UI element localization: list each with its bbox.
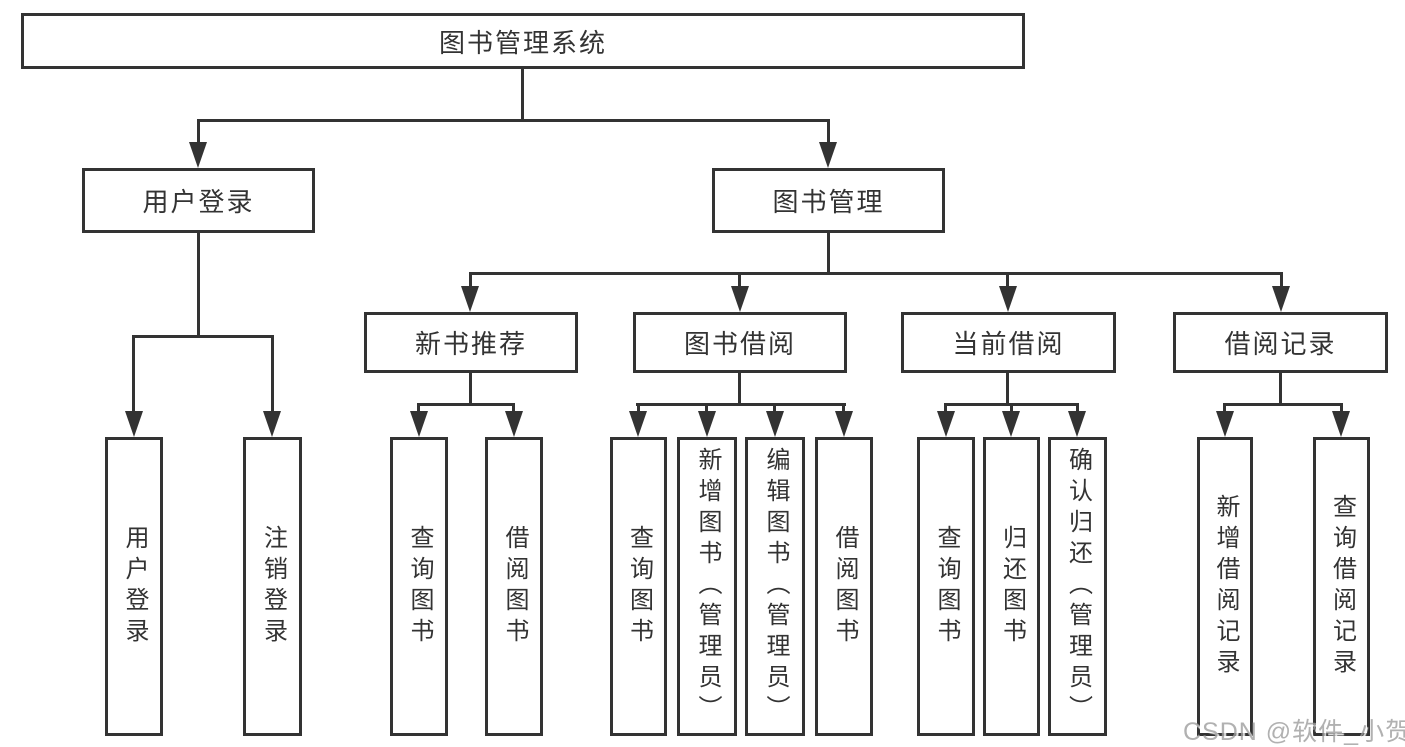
connector-groupC-leaf2-stem bbox=[1010, 403, 1013, 413]
connector-groupB-down bbox=[738, 373, 741, 406]
connector-groupB-hbar bbox=[636, 403, 846, 406]
arrow-down-icon bbox=[835, 411, 853, 437]
arrow-down-icon bbox=[1216, 411, 1234, 437]
connector-groupD-leaf2-stem bbox=[1340, 403, 1343, 413]
node-current-borrow-label: 当前借阅 bbox=[952, 329, 1065, 359]
leaf-label: 归还图书 bbox=[998, 524, 1026, 649]
connector-bookmgmt-hbar bbox=[469, 272, 1283, 275]
connector-groupB-leaf1-stem bbox=[637, 403, 640, 413]
connector-group2-stem bbox=[738, 272, 741, 288]
node-new-book-recommend: 新书推荐 bbox=[364, 312, 578, 373]
leaf-borrow-books: 借阅图书 bbox=[815, 437, 873, 736]
connector-groupA-down bbox=[469, 373, 472, 406]
connector-root-stem bbox=[521, 69, 524, 121]
node-borrow-records-label: 借阅记录 bbox=[1224, 329, 1337, 359]
leaf-label: 查询借阅记录 bbox=[1328, 493, 1356, 680]
arrow-down-icon bbox=[1332, 411, 1350, 437]
arrow-down-icon bbox=[819, 142, 837, 168]
connector-groupC-down bbox=[1006, 373, 1009, 406]
node-current-borrow: 当前借阅 bbox=[901, 312, 1116, 373]
arrow-down-icon bbox=[125, 411, 143, 437]
node-book-borrow-label: 图书借阅 bbox=[683, 329, 796, 359]
connector-groupB-leaf3-stem bbox=[773, 403, 776, 413]
connector-groupD-down bbox=[1279, 373, 1282, 406]
connector-group3-stem bbox=[1006, 272, 1009, 288]
connector-groupD-hbar bbox=[1223, 403, 1343, 406]
leaf-query-borrow-record: 查询借阅记录 bbox=[1313, 437, 1370, 736]
leaf-label: 查询图书 bbox=[933, 524, 960, 649]
connector-userlogin-down bbox=[197, 233, 200, 338]
connector-groupC-leaf3-stem bbox=[1076, 403, 1079, 413]
leaf-label: 新增借阅记录 bbox=[1212, 493, 1239, 680]
leaf-label: 借阅图书 bbox=[831, 524, 858, 649]
arrow-down-icon bbox=[1002, 411, 1020, 437]
leaf-logout: 注销登录 bbox=[243, 437, 302, 736]
leaf-edit-books-admin: 编辑图书（管理员） bbox=[745, 437, 805, 736]
node-root: 图书管理系统 bbox=[21, 13, 1025, 69]
leaf-return-books: 归还图书 bbox=[983, 437, 1040, 736]
connector-group4-stem bbox=[1280, 272, 1283, 288]
arrow-down-icon bbox=[410, 411, 428, 437]
arrow-down-icon bbox=[698, 411, 716, 437]
connector-logout-leaf-stem bbox=[271, 335, 274, 412]
leaf-label: 借阅图书 bbox=[501, 524, 528, 649]
node-book-management-label: 图书管理 bbox=[772, 187, 885, 217]
connector-bookmgmt-down bbox=[827, 233, 830, 275]
arrow-down-icon bbox=[461, 286, 479, 312]
leaf-logout-label: 注销登录 bbox=[259, 524, 287, 649]
arrow-down-icon bbox=[189, 142, 207, 168]
leaf-query-books-current: 查询图书 bbox=[917, 437, 975, 736]
leaf-label: 查询图书 bbox=[625, 524, 653, 649]
node-root-label: 图书管理系统 bbox=[438, 27, 607, 58]
connector-userlogin-stem bbox=[197, 119, 200, 145]
connector-groupB-leaf4-stem bbox=[842, 403, 845, 413]
connector-groupD-leaf1-stem bbox=[1223, 403, 1226, 413]
leaf-label: 确认归还（管理员） bbox=[1064, 447, 1092, 726]
node-book-management: 图书管理 bbox=[712, 168, 945, 233]
leaf-query-books-borrow: 查询图书 bbox=[610, 437, 667, 736]
arrow-down-icon bbox=[999, 286, 1017, 312]
leaf-user-login: 用户登录 bbox=[105, 437, 163, 736]
arrow-down-icon bbox=[505, 411, 523, 437]
connector-groupC-leaf1-stem bbox=[944, 403, 947, 413]
arrow-down-icon bbox=[937, 411, 955, 437]
connector-root-hbar bbox=[197, 119, 830, 122]
arrow-down-icon bbox=[629, 411, 647, 437]
node-book-borrow: 图书借阅 bbox=[633, 312, 847, 373]
connector-groupA-leaf1-stem bbox=[417, 403, 420, 413]
leaf-label: 查询图书 bbox=[406, 524, 433, 649]
arrow-down-icon bbox=[766, 411, 784, 437]
arrow-down-icon bbox=[1068, 411, 1086, 437]
node-user-login: 用户登录 bbox=[82, 168, 315, 233]
connector-groupB-leaf2-stem bbox=[705, 403, 708, 413]
connector-login-leaf-stem bbox=[132, 335, 135, 412]
leaf-query-books-recommend: 查询图书 bbox=[390, 437, 448, 736]
connector-group1-stem bbox=[469, 272, 472, 288]
leaf-confirm-return-admin: 确认归还（管理员） bbox=[1048, 437, 1107, 736]
node-new-book-recommend-label: 新书推荐 bbox=[414, 329, 527, 359]
connector-groupA-hbar bbox=[417, 403, 515, 406]
leaf-label: 编辑图书（管理员） bbox=[762, 447, 789, 726]
arrow-down-icon bbox=[263, 411, 281, 437]
arrow-down-icon bbox=[1272, 286, 1290, 312]
leaf-label: 新增图书（管理员） bbox=[694, 447, 721, 726]
csdn-watermark: CSDN @软件_小贺同学 bbox=[1183, 718, 1405, 746]
connector-groupA-leaf2-stem bbox=[512, 403, 515, 413]
leaf-user-login-label: 用户登录 bbox=[121, 524, 148, 649]
connector-bookmgmt-stem bbox=[827, 119, 830, 145]
connector-userlogin-hbar bbox=[132, 335, 274, 338]
node-borrow-records: 借阅记录 bbox=[1173, 312, 1388, 373]
leaf-borrow-books-recommend: 借阅图书 bbox=[485, 437, 543, 736]
arrow-down-icon bbox=[731, 286, 749, 312]
leaf-add-books-admin: 新增图书（管理员） bbox=[677, 437, 737, 736]
node-user-login-label: 用户登录 bbox=[142, 187, 255, 217]
leaf-add-borrow-record: 新增借阅记录 bbox=[1197, 437, 1253, 736]
